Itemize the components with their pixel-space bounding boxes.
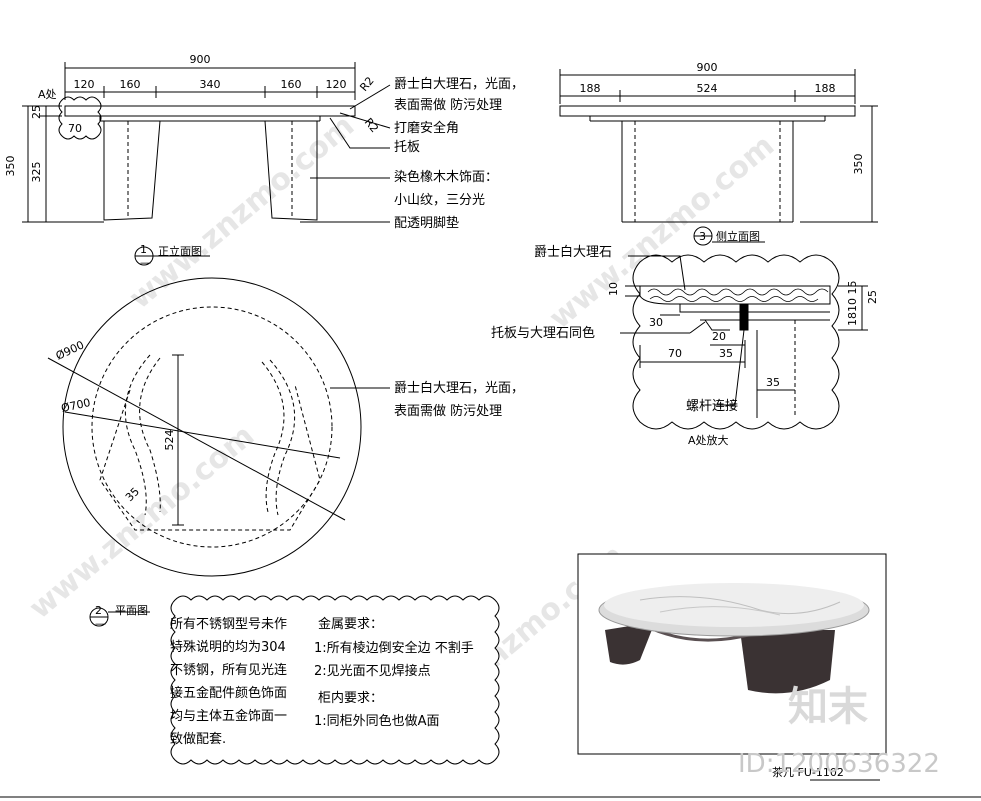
- dim-35-b: 35: [766, 376, 780, 389]
- view-title-plan: 平面图: [115, 604, 148, 617]
- dim-350: 350: [4, 156, 17, 177]
- view-tag-number: 2: [95, 604, 102, 617]
- metal-item: 2:见光面不见焊接点: [314, 663, 431, 679]
- label-a: A处: [38, 88, 57, 101]
- dim-120-left: 120: [74, 78, 95, 91]
- note-marble-detail: 爵士白大理石: [534, 244, 612, 260]
- product-caption: 茶几 FU-1102: [772, 766, 844, 779]
- dim-160-left: 160: [120, 78, 141, 91]
- cabinet-title: 柜内要求：: [318, 690, 383, 706]
- coffee-table-leg: [740, 630, 835, 694]
- detail-a-text: 爵士白大理石 托板与大理石同色 螺杆连接 30 10 70 20 35 35 1…: [491, 244, 879, 447]
- dim-diameter-900: Ø900: [54, 338, 86, 362]
- notes-left-line: 特殊说明的均为304: [170, 639, 286, 655]
- dim-340: 340: [200, 78, 221, 91]
- notes-left-line: 不锈钢，所有见光连: [170, 662, 287, 678]
- notes-left-line: 所有不锈钢型号未作: [170, 617, 287, 632]
- watermark-logo: 知末: [788, 684, 868, 730]
- front-elevation: [22, 62, 391, 266]
- notes-left-line: 致做配套.: [170, 731, 226, 747]
- dim-30: 30: [649, 316, 663, 329]
- dim-325: 325: [30, 162, 43, 183]
- product-photo: 知末 茶几 FU-1102: [577, 553, 887, 781]
- metal-title: 金属要求：: [318, 616, 383, 632]
- detail-title: A处放大: [688, 433, 729, 447]
- front-elevation-text: 900 120 160 340 160 120 A处 70 350 325 25…: [4, 53, 524, 269]
- notes-cloud-border: [170, 595, 500, 765]
- side-elevation-text: 900 188 524 188 350 3 侧立面图: [580, 61, 866, 243]
- dim-diameter-700: Ø700: [60, 396, 92, 415]
- note-marble-plan: 爵士白大理石，光面，: [394, 380, 524, 396]
- label-r2: R2: [357, 74, 376, 94]
- note-oak: 染色橡木木饰面：: [394, 169, 498, 185]
- dim-160-right: 160: [281, 78, 302, 91]
- image-id: ID:1200636322: [738, 749, 940, 779]
- dim-10: 10: [607, 282, 620, 296]
- dim-350-side: 350: [852, 154, 865, 175]
- notes-left-line: 接五金配件颜色饰面: [170, 685, 287, 701]
- notes-box: 所有不锈钢型号未作 特殊说明的均为304 不锈钢，所有见光连 接五金配件颜色饰面…: [170, 595, 500, 765]
- dim-120-right: 120: [326, 78, 347, 91]
- dim-524: 524: [163, 430, 176, 451]
- note-grain: 小山纹，三分光: [394, 193, 485, 208]
- dim-188-left: 188: [580, 82, 601, 95]
- metal-item: 1:所有棱边倒安全边 不割手: [314, 640, 474, 656]
- plan-view: [47, 277, 390, 627]
- note-antifouling-plan: 表面需做 防污处理: [394, 403, 502, 419]
- dim-25: 25: [30, 105, 43, 119]
- view-tag-sub: —: [95, 617, 106, 630]
- cabinet-item: 1:同柜外同色也做A面: [314, 713, 440, 729]
- dim-524-side: 524: [697, 82, 718, 95]
- view-tag-sub: —: [140, 256, 151, 269]
- side-elevation: [559, 69, 878, 246]
- coffee-table-leg: [605, 622, 655, 665]
- dim-stack: 1810 15: [846, 281, 859, 327]
- dim-20: 20: [712, 330, 726, 343]
- dim-35-a: 35: [719, 347, 733, 360]
- dim-900: 900: [190, 53, 211, 66]
- dim-900-side: 900: [697, 61, 718, 74]
- notes-left-line: 均与主体五金饰面一: [170, 708, 287, 724]
- note-safe-edge: 打磨安全角: [394, 120, 459, 136]
- dim-70-detail: 70: [668, 347, 682, 360]
- dim-70: 70: [68, 122, 82, 135]
- plan-view-text: Ø900 Ø700 524 35 爵士白大理石，光面， 表面需做 防污处理 2 …: [54, 338, 524, 630]
- label-r2-b: R2: [362, 116, 381, 136]
- dim-25-detail: 25: [866, 290, 879, 304]
- note-tray: 托板: [394, 140, 420, 155]
- watermark-text: www.znzmo.com: [23, 418, 261, 626]
- note-foot-pad: 配透明脚垫: [394, 215, 459, 231]
- note-marble: 爵士白大理石，光面，: [394, 76, 524, 92]
- view-tag-number: 3: [699, 230, 706, 243]
- detail-a: [620, 254, 868, 430]
- view-tag-number: 1: [140, 243, 147, 256]
- dim-188-right: 188: [815, 82, 836, 95]
- view-title-front: 正立面图: [158, 244, 202, 258]
- view-title-side: 侧立面图: [716, 229, 760, 243]
- note-bolt: 螺杆连接: [686, 398, 738, 414]
- note-tray-color: 托板与大理石同色: [491, 325, 595, 341]
- note-antifouling: 表面需做 防污处理: [394, 97, 502, 113]
